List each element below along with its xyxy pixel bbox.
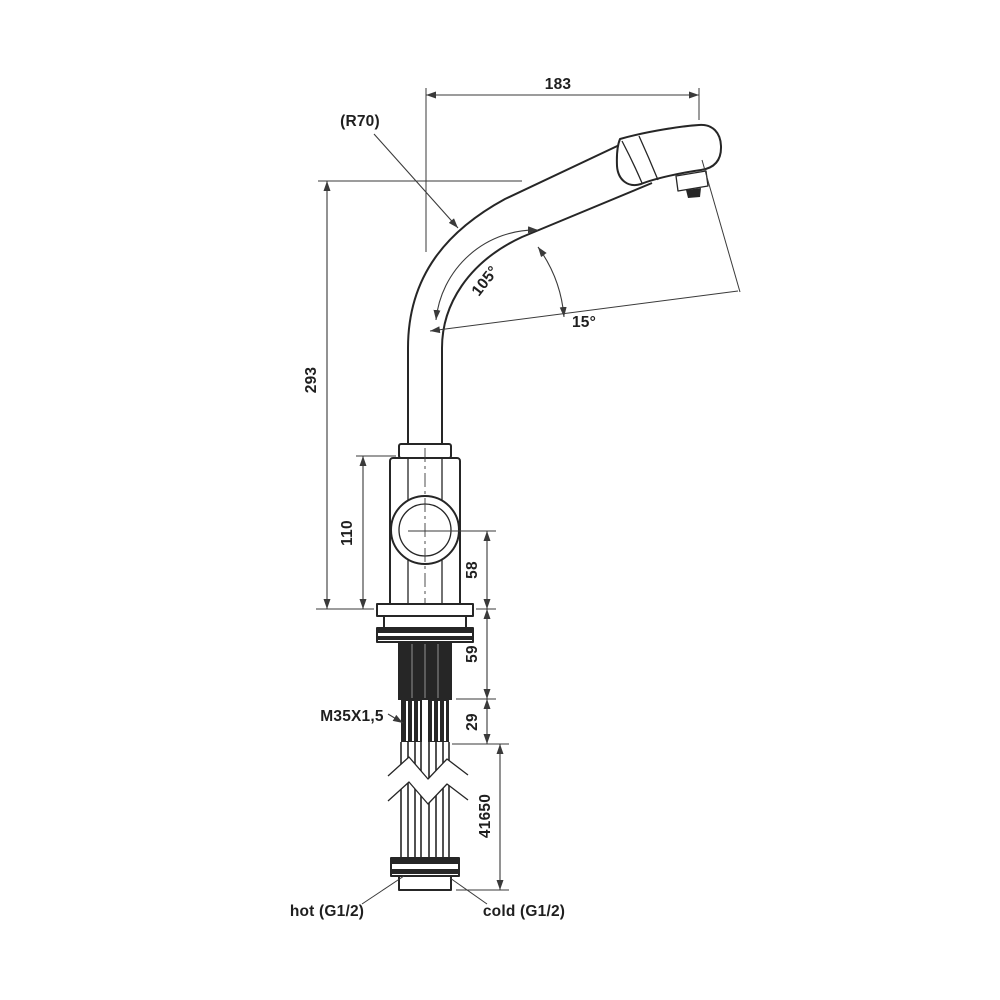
dim-deck-to-handle: 58: [408, 530, 496, 610]
dim-spout-reach: 183: [425, 76, 700, 252]
label-cold-connection: cold (G1/2): [483, 903, 565, 920]
hose-end-stripe: [392, 869, 458, 874]
break-symbol: [387, 756, 469, 805]
aerator-tip: [686, 188, 701, 198]
dim-thread: M35X1,5: [320, 708, 404, 725]
gasket-stripe: [378, 636, 472, 640]
dim-body-height: 110: [339, 455, 396, 609]
spout-head-seam: [621, 140, 643, 184]
label-hot-connection: hot (G1/2): [290, 903, 364, 920]
break-zigzag-bottom: [387, 781, 469, 805]
dim-label-shank-length: 59: [464, 645, 481, 663]
dim-overall-height: 293: [303, 180, 522, 610]
dim-label-deck-to-handle: 58: [464, 561, 481, 579]
leader-line: [449, 877, 488, 905]
label-cold-supply: cold (G1/2): [449, 877, 565, 920]
spout-head-seam-2: [638, 135, 659, 181]
spout-head: [615, 123, 723, 186]
dim-label-bend-angle: 105°: [469, 263, 503, 299]
hose-end-nut: [398, 875, 452, 891]
break-mask: [388, 757, 468, 804]
leader-line: [361, 875, 405, 905]
angle-arc: [537, 246, 567, 318]
dim-label-body-height: 110: [339, 520, 356, 546]
dim-label-bend-radius: (R70): [340, 113, 380, 130]
hose-end-stripe: [392, 859, 458, 864]
dim-spout-angle: 15°: [429, 159, 741, 334]
angle-reference-ray: [429, 290, 739, 334]
head-axis-extension: [701, 159, 741, 293]
dim-bend-radius: (R70): [340, 113, 459, 229]
aerator: [675, 170, 709, 192]
base-flange-upper: [376, 603, 474, 617]
leader-line: [387, 713, 404, 724]
dim-label-thread: M35X1,5: [320, 708, 384, 725]
dim-label-hose-length: 41650: [477, 794, 494, 838]
break-zigzag-top: [387, 756, 469, 780]
supply-hoses: [400, 742, 450, 858]
dimensions: 183 (R70) 105° 15° 293: [290, 76, 741, 920]
dim-hose-length: 41650: [456, 744, 509, 891]
label-hot-supply: hot (G1/2): [290, 875, 405, 920]
dim-label-overall-height: 293: [303, 367, 320, 394]
angle-arc: [433, 226, 539, 321]
base-flange-middle: [383, 615, 467, 629]
faucet-body: [376, 123, 723, 891]
dim-thread-length: 29: [452, 699, 509, 745]
gasket-stripe: [378, 629, 472, 633]
dim-label-thread-length: 29: [464, 713, 481, 731]
spout-inner-edge: [441, 182, 653, 446]
dim-label-spout-angle: 15°: [572, 314, 596, 331]
dim-label-spout-reach: 183: [545, 76, 572, 93]
